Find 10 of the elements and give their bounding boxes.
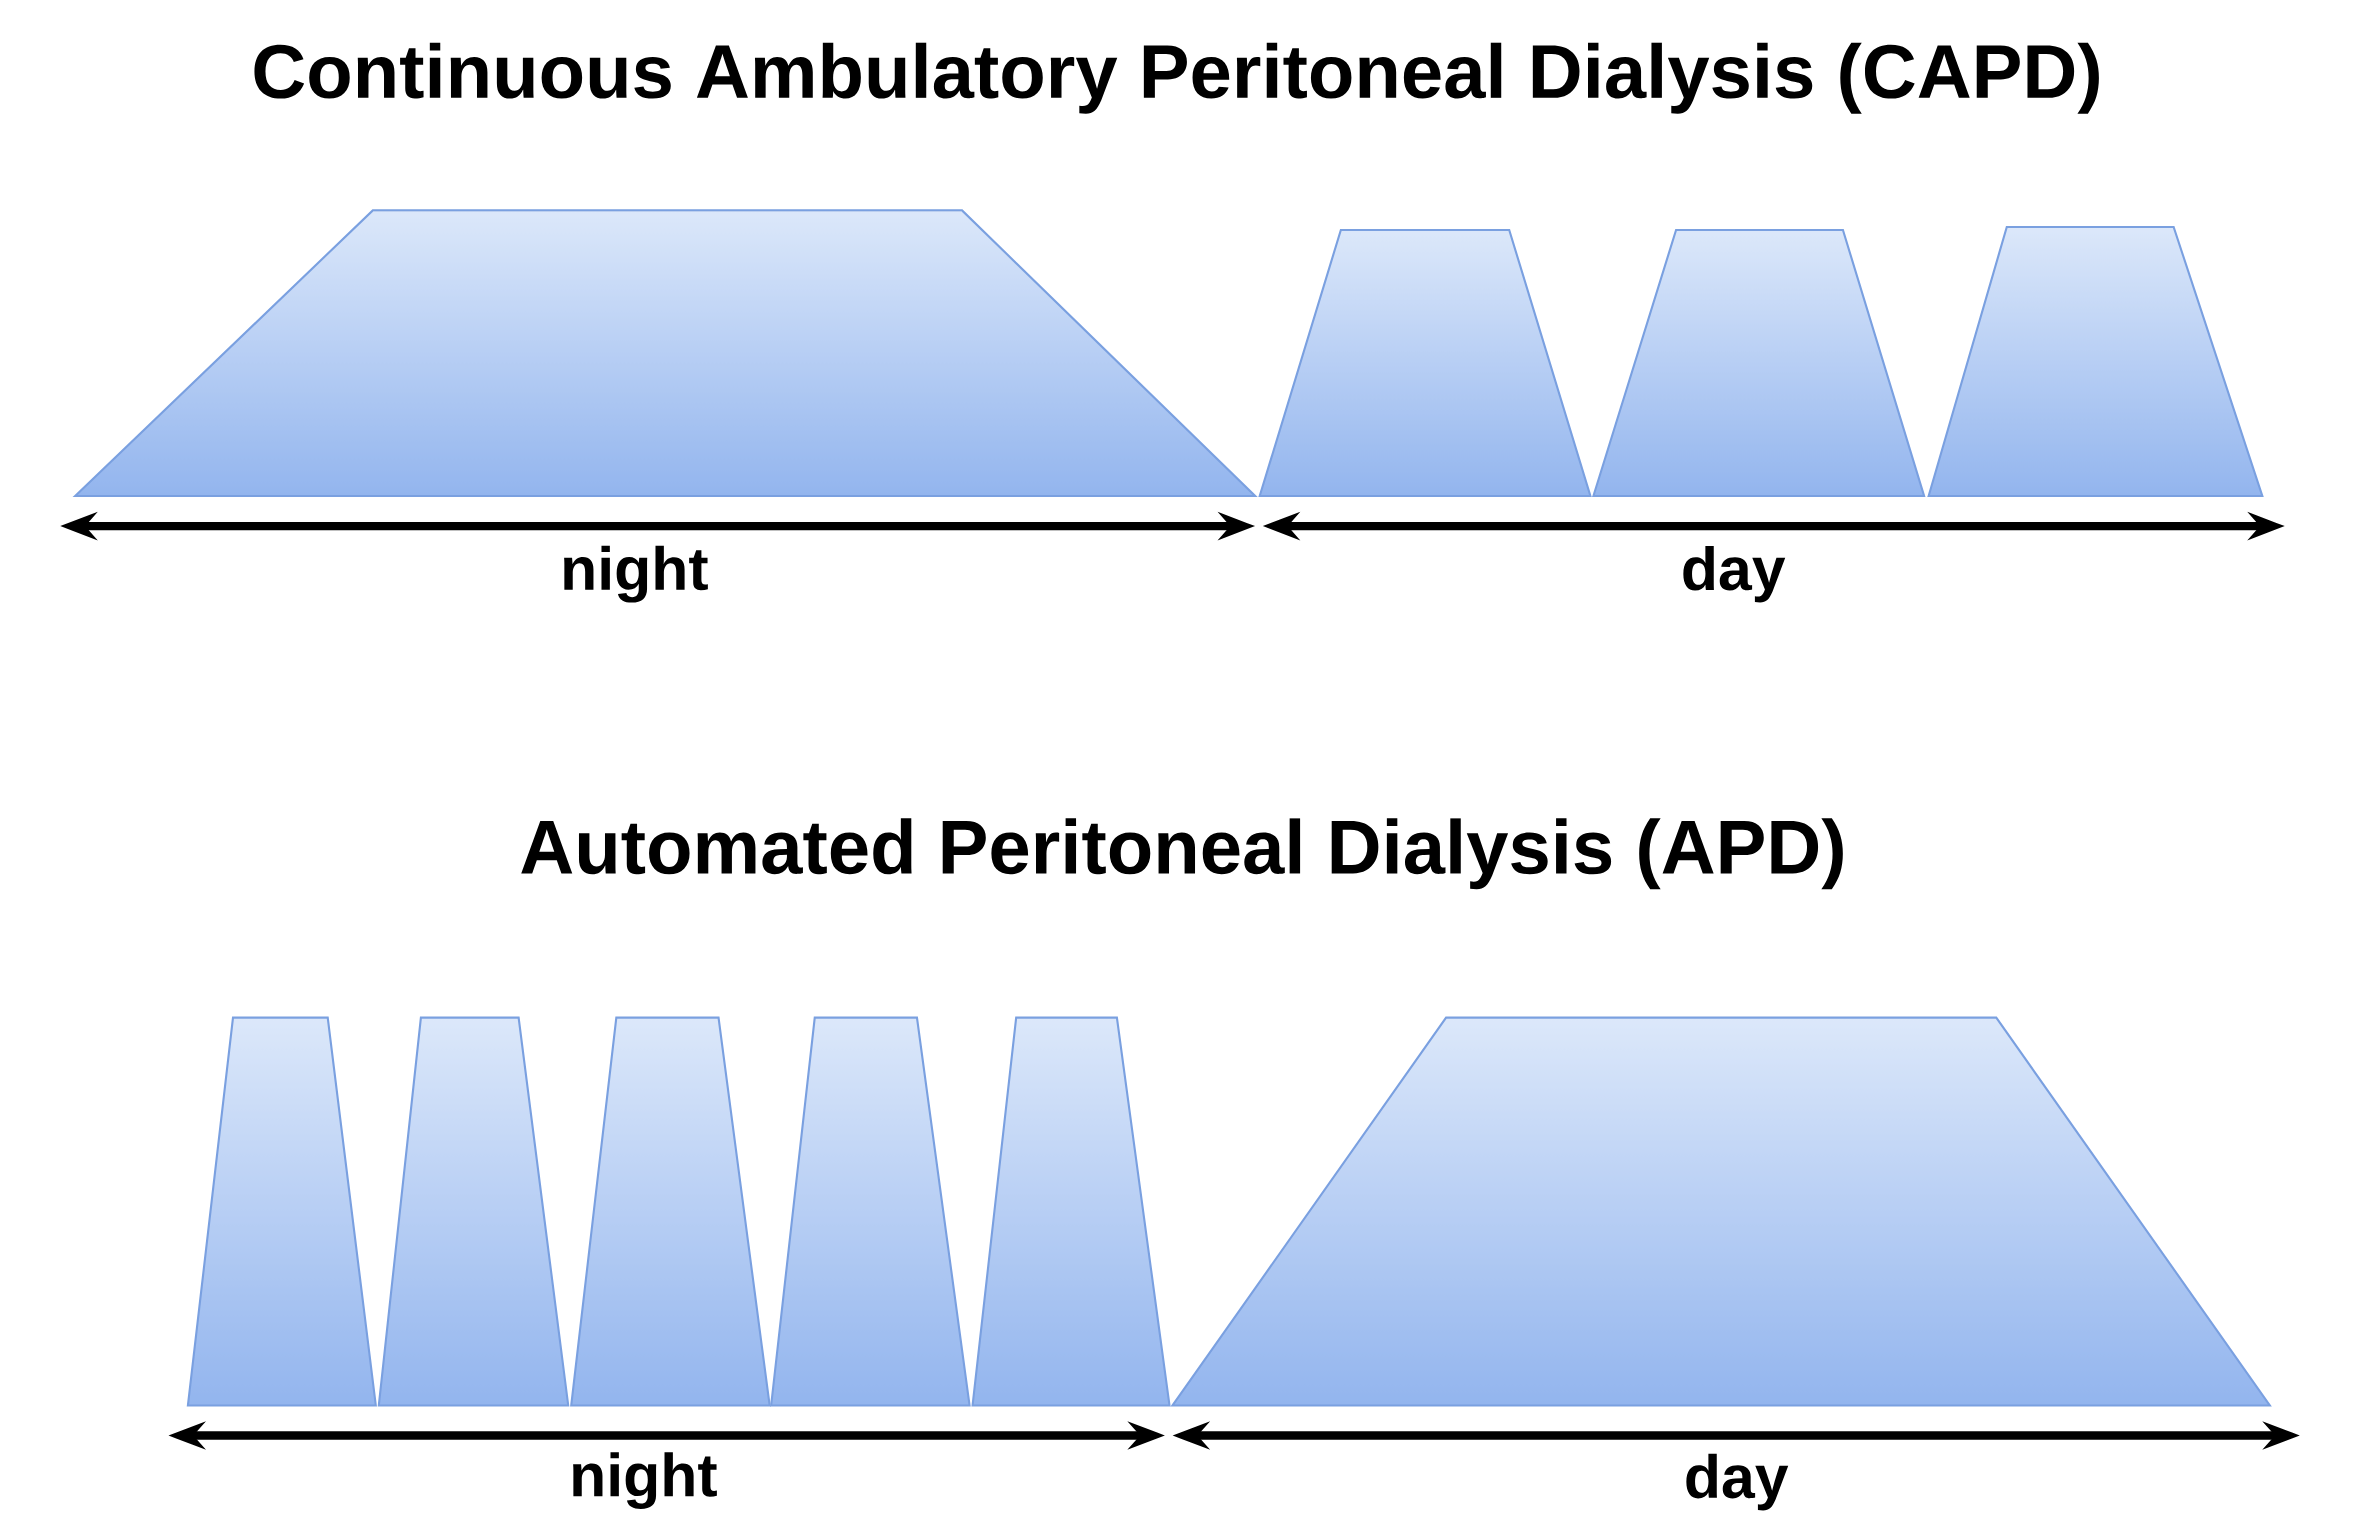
dialysis-dwell-trapezoid [1927, 225, 2264, 497]
dialysis-dwell-trapezoid [971, 1016, 1171, 1407]
period-label: day [1683, 545, 1786, 603]
period-label: night [573, 1452, 717, 1509]
section-title: Continuous Ambulatory Peritoneal Dialysis (CAPD) [254, 42, 2099, 114]
dialysis-dwell-trapezoid [377, 1016, 570, 1407]
section-title: Automated Peritoneal Dialysis (APD) [521, 818, 1843, 890]
dialysis-dwell-trapezoid [186, 1016, 377, 1407]
dialysis-dwell-trapezoid [570, 1016, 771, 1407]
dialysis-dwell-trapezoid [1258, 228, 1592, 497]
